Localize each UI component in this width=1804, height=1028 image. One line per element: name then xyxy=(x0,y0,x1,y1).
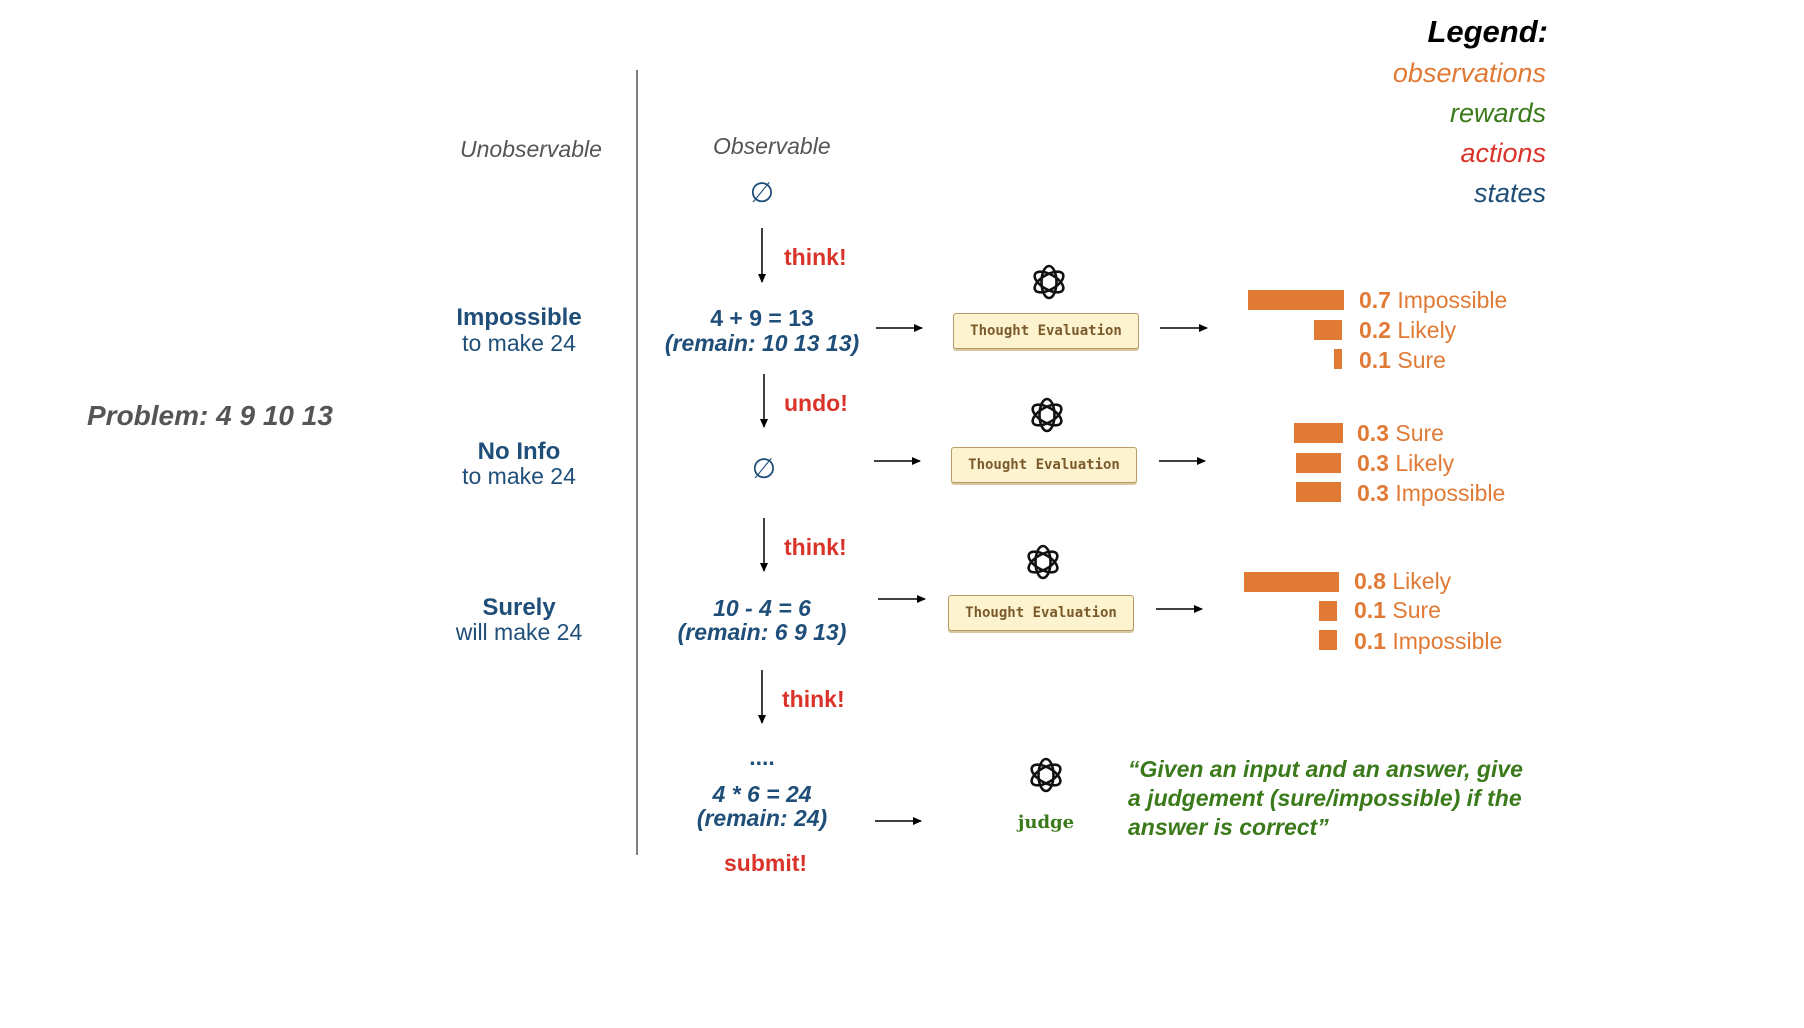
score-label-2-2: 0.3 Likely xyxy=(1357,450,1455,476)
legend-rewards: rewards xyxy=(1449,98,1546,128)
hidden-state-3-title: Surely xyxy=(482,594,556,621)
hidden-state-3-sub: will make 24 xyxy=(455,619,583,645)
unobservable-header: Unobservable xyxy=(460,136,602,162)
hidden-state-2-sub: to make 24 xyxy=(462,463,576,489)
score-bar-1-2 xyxy=(1314,320,1342,340)
problem-label: Problem: 4 9 10 13 xyxy=(87,400,333,431)
legend-actions: actions xyxy=(1460,138,1546,168)
hidden-state-1-sub: to make 24 xyxy=(462,330,576,356)
action-undo: undo! xyxy=(784,390,848,416)
legend-states: states xyxy=(1473,178,1546,208)
score-bar-2-1 xyxy=(1294,423,1343,443)
openai-logo-icon xyxy=(1030,757,1062,793)
score-bar-2-2 xyxy=(1296,453,1341,473)
score-bar-2-3 xyxy=(1296,482,1341,502)
openai-logo-icon xyxy=(1033,264,1065,300)
action-think-2: think! xyxy=(784,534,847,560)
score-label-3-3: 0.1 Impossible xyxy=(1354,628,1503,654)
legend-title: Legend: xyxy=(1427,14,1548,49)
score-label-1-1: 0.7 Impossible xyxy=(1359,287,1508,313)
score-bar-1-3 xyxy=(1334,349,1342,369)
score-bar-1-1 xyxy=(1248,290,1344,310)
judge-prompt: “Given an input and an answer, give a ju… xyxy=(1128,756,1523,840)
state-1-equation: 4 + 9 = 13 xyxy=(710,305,814,331)
thought-evaluation-3: Thought Evaluation xyxy=(948,595,1134,631)
score-bar-3-1 xyxy=(1244,572,1339,592)
state-1-remain: (remain: 10 13 13) xyxy=(664,330,860,356)
state-3-remain: (remain: 6 9 13) xyxy=(677,619,847,645)
openai-logo-icon xyxy=(1027,544,1059,580)
score-label-2-1: 0.3 Sure xyxy=(1357,420,1444,446)
state-4-ellipsis: .... xyxy=(749,744,775,770)
state-4-equation: 4 * 6 = 24 xyxy=(712,781,812,807)
observable-header: Observable xyxy=(713,133,831,159)
state-2-empty: ∅ xyxy=(751,453,777,484)
legend-observations: observations xyxy=(1392,58,1546,88)
hidden-state-1-title: Impossible xyxy=(456,304,582,331)
score-label-3-2: 0.1 Sure xyxy=(1354,597,1441,623)
state-4-remain: (remain: 24) xyxy=(696,805,828,831)
thought-evaluation-1: Thought Evaluation xyxy=(953,313,1139,349)
score-bar-3-2 xyxy=(1319,601,1337,621)
action-submit: submit! xyxy=(724,850,808,876)
start-state: ∅ xyxy=(749,177,775,208)
thought-evaluation-2: Thought Evaluation xyxy=(951,447,1137,483)
judge-label: judge xyxy=(1017,812,1075,833)
openai-logo-icon xyxy=(1031,397,1063,433)
score-label-3-1: 0.8 Likely xyxy=(1354,568,1452,594)
score-label-1-2: 0.2 Likely xyxy=(1359,317,1457,343)
score-label-2-3: 0.3 Impossible xyxy=(1357,480,1506,506)
action-think-1: think! xyxy=(784,244,847,270)
score-label-1-3: 0.1 Sure xyxy=(1359,347,1446,373)
hidden-state-2-title: No Info xyxy=(477,438,561,465)
state-3-equation: 10 - 4 = 6 xyxy=(713,595,811,621)
score-bar-3-3 xyxy=(1319,630,1337,650)
action-think-3: think! xyxy=(782,686,845,712)
